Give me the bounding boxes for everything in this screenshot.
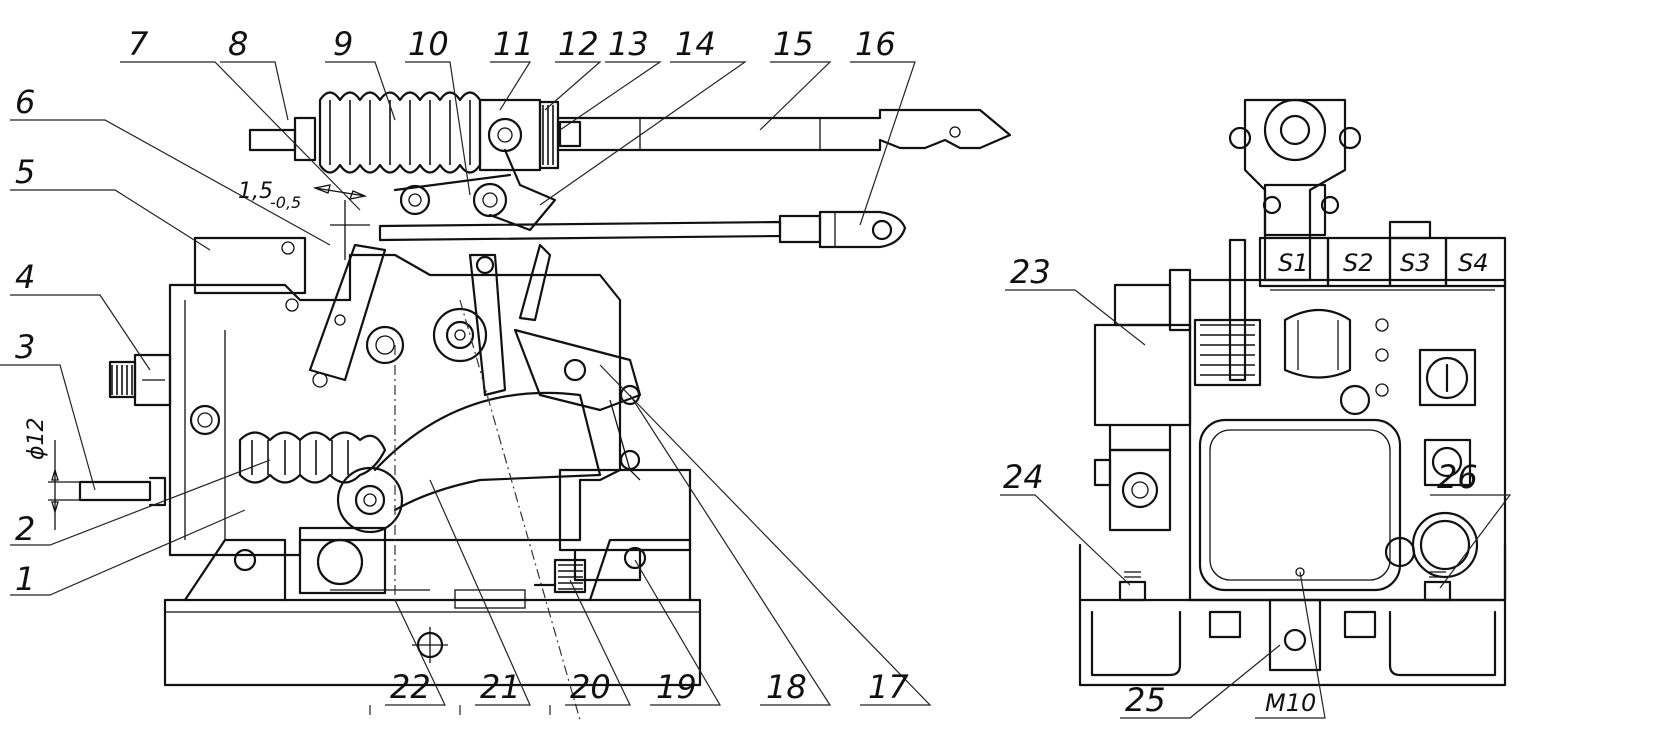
central-pivot — [432, 307, 488, 363]
screw-26 — [1423, 571, 1452, 602]
thread-dimension: M10 — [1265, 689, 1316, 717]
shaft-3 — [78, 480, 152, 502]
callout-3: 3 — [15, 328, 35, 366]
screw-24 — [1118, 571, 1147, 602]
side-view — [48, 91, 1012, 721]
diameter-dimension: ϕ12 — [24, 417, 49, 460]
callouts-right: 23 24 25 26 — [1003, 253, 1478, 719]
leader-lines — [0, 61, 1512, 719]
callout-22: 22 — [390, 668, 431, 706]
callout-15: 15 — [773, 25, 814, 63]
callout-4: 4 — [15, 258, 35, 296]
callout-6: 6 — [15, 83, 35, 121]
housing-23 — [1093, 323, 1192, 427]
callout-12: 12 — [558, 25, 599, 63]
callout-7: 7 — [128, 25, 149, 63]
gap-dimension-value: 1,5 — [238, 179, 273, 204]
callout-16: 16 — [855, 25, 896, 63]
rod-16 — [378, 220, 782, 242]
callout-21: 21 — [480, 668, 521, 706]
base-pedestal-right — [588, 538, 692, 602]
callout-10: 10 — [408, 25, 449, 63]
callout-18: 18 — [766, 668, 807, 706]
callout-26: 26 — [1437, 458, 1478, 496]
callout-14: 14 — [675, 25, 716, 63]
adjust-knob-4 — [108, 353, 172, 407]
front-spring — [1193, 318, 1262, 387]
callout-25: 25 — [1125, 681, 1166, 719]
terminal-s1: S1 — [1278, 249, 1309, 277]
main-lever — [308, 243, 387, 382]
base-pedestal-left — [183, 538, 287, 602]
housing-block-5 — [193, 236, 307, 295]
front-main-body — [1188, 278, 1507, 602]
front-upper-arm — [1243, 98, 1347, 282]
terminal-s4: S4 — [1458, 249, 1489, 277]
box-18 — [558, 468, 692, 552]
terminal-strip — [1258, 220, 1507, 291]
small-spring-20 — [533, 558, 587, 594]
front-panel-window — [1198, 418, 1402, 592]
callout-11: 11 — [493, 25, 534, 63]
callouts-left: 1 2 3 4 5 6 7 8 9 10 11 12 13 14 15 16 1… — [15, 25, 909, 706]
front-view — [1078, 98, 1507, 687]
callout-5: 5 — [15, 153, 35, 191]
rod-15 — [556, 108, 1012, 152]
callout-1: 1 — [15, 560, 35, 598]
callout-13: 13 — [608, 25, 649, 63]
base-plate — [163, 598, 702, 687]
callout-8: 8 — [228, 25, 248, 63]
terminal-s2: S2 — [1343, 249, 1374, 277]
callout-24: 24 — [1003, 458, 1044, 496]
callout-2: 2 — [15, 510, 35, 548]
terminal-labels: S1 S2 S3 S4 — [1278, 249, 1489, 277]
callout-20: 20 — [570, 668, 611, 706]
callout-underlines — [369, 705, 551, 715]
cam-sector-21 — [373, 391, 602, 512]
gap-dimension-tolerance: -0,5 — [270, 193, 301, 212]
callout-23: 23 — [1010, 253, 1051, 291]
lower-spring — [238, 431, 387, 484]
front-base-frame — [1078, 598, 1507, 687]
callout-17: 17 — [868, 668, 909, 706]
callout-19: 19 — [656, 668, 697, 706]
terminal-s3: S3 — [1400, 249, 1431, 277]
cam-roller — [336, 466, 404, 534]
callout-9: 9 — [333, 25, 353, 63]
dimension-annotations: 1,5 -0,5 ϕ12 M10 — [24, 179, 1316, 717]
